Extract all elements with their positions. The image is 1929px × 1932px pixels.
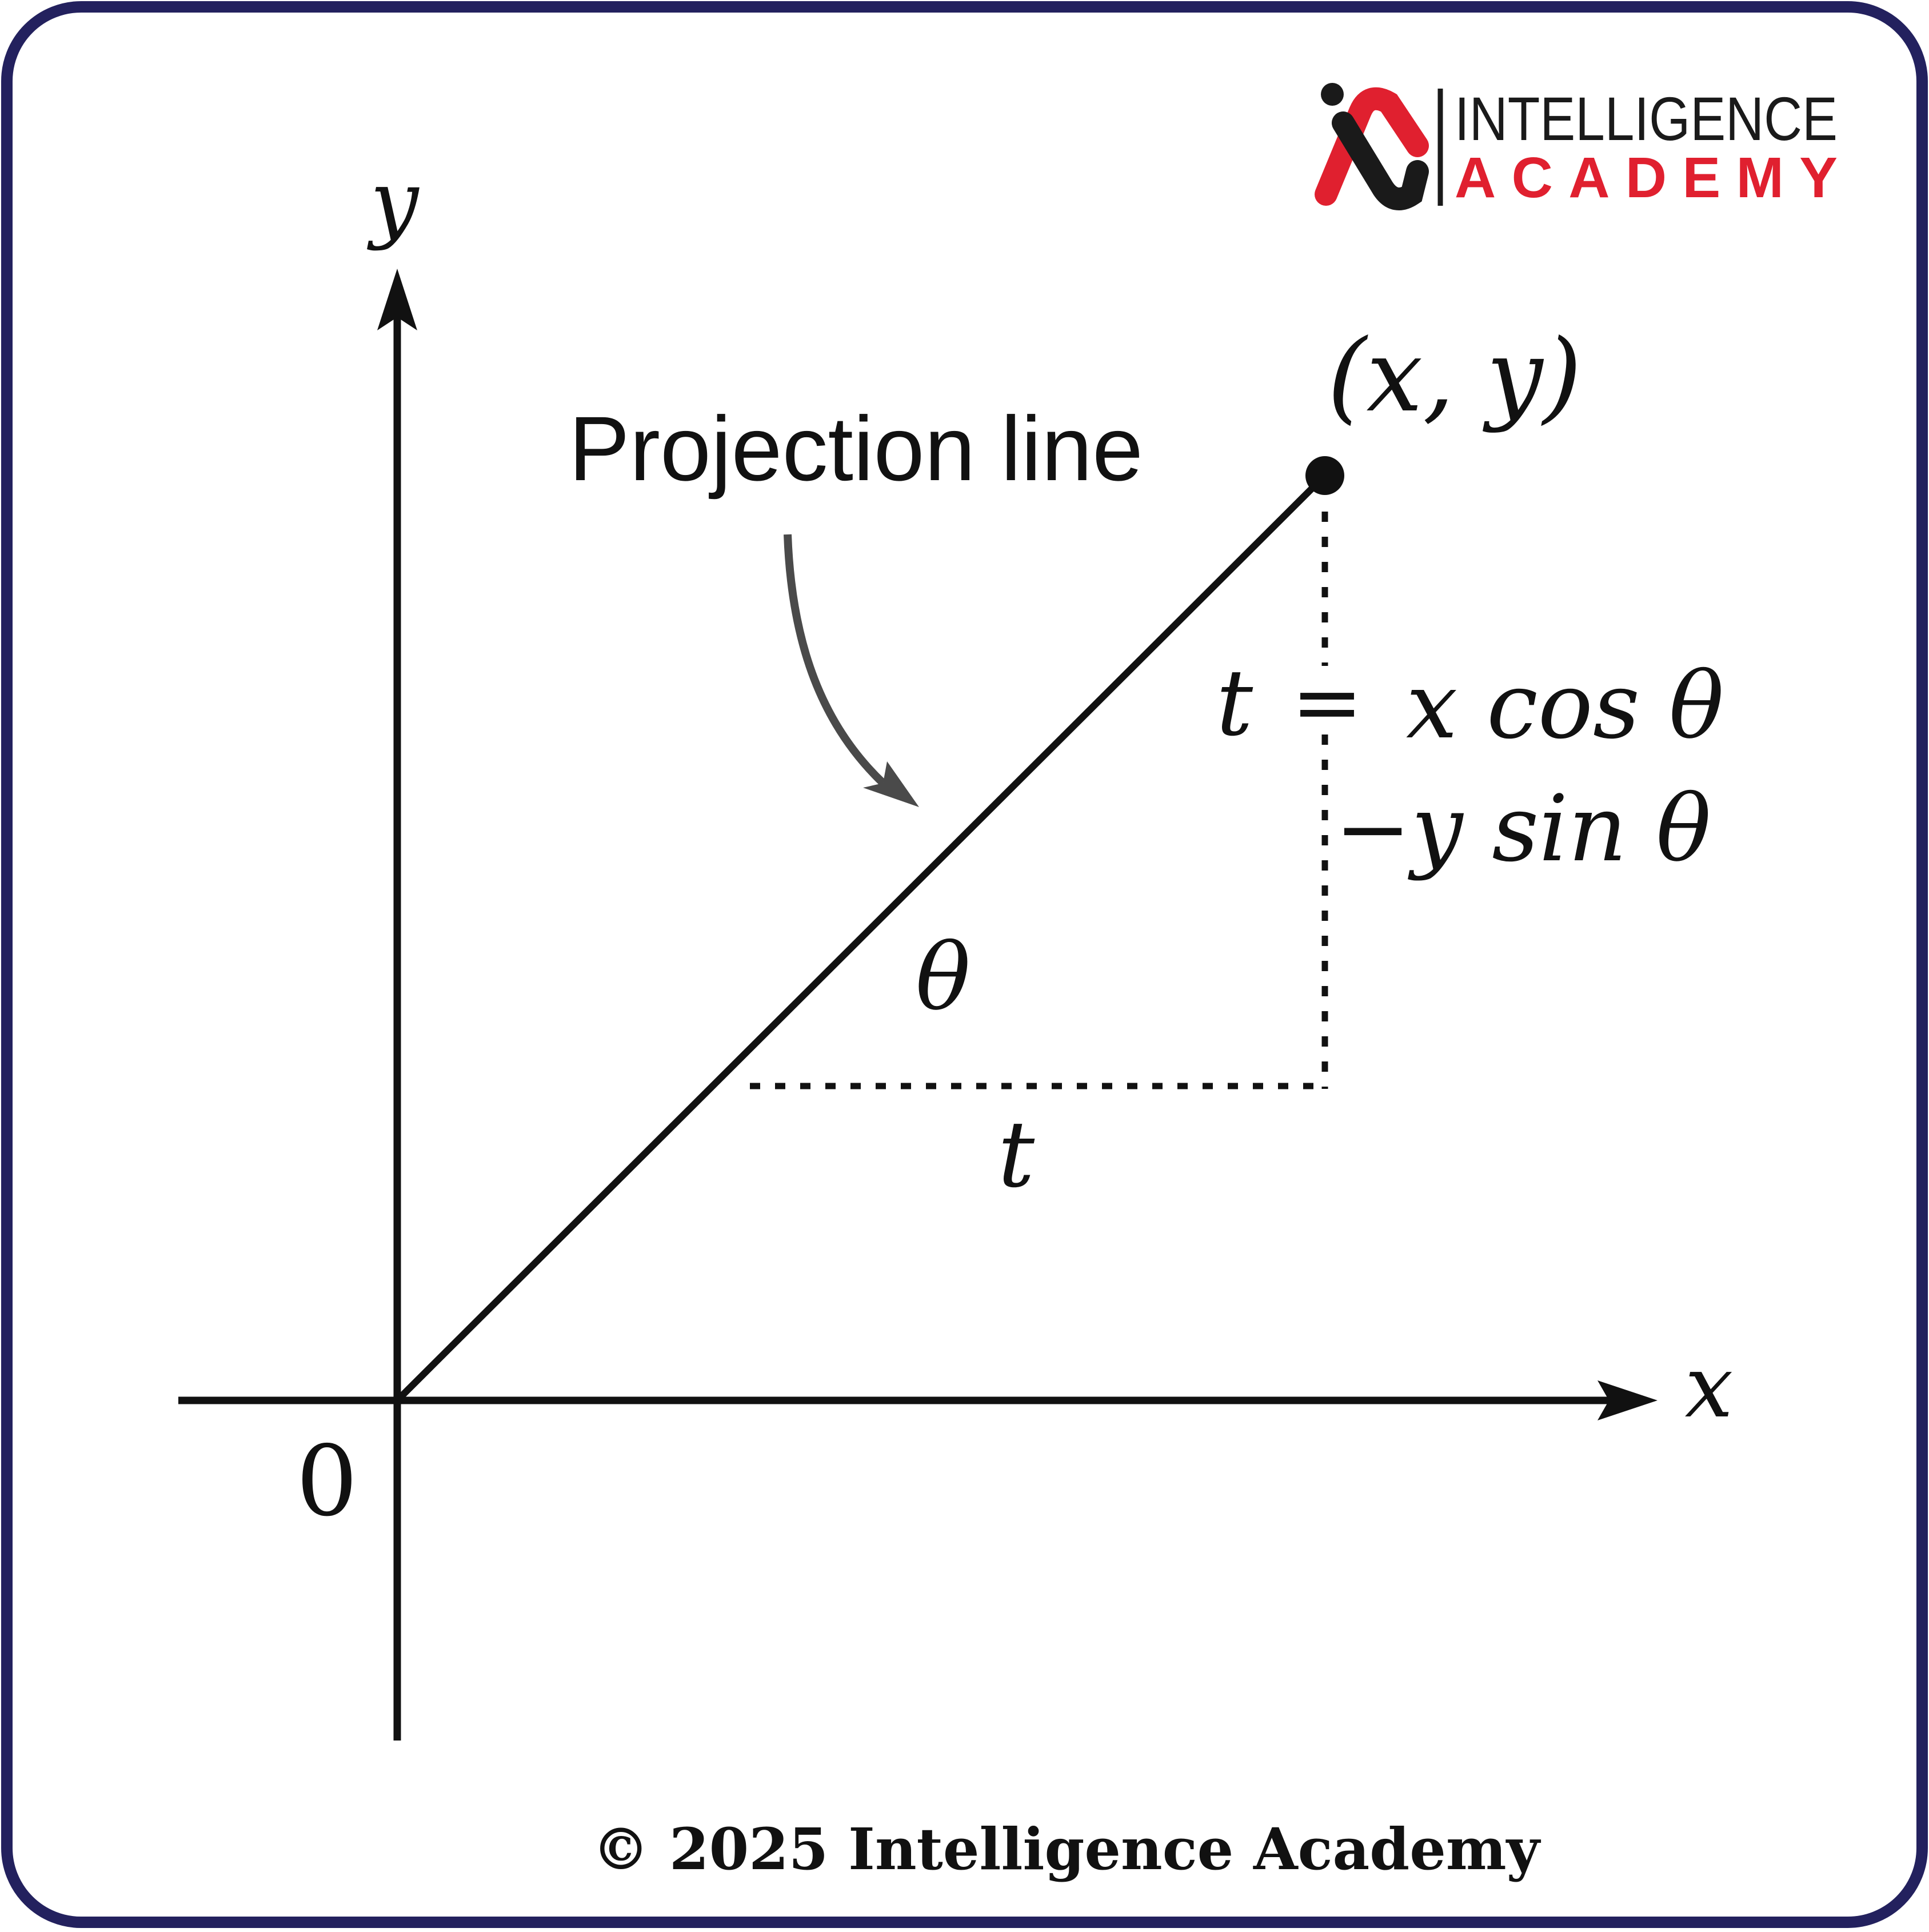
vertical-t-label: t [1216,649,1253,756]
formula-line-1: x cos θ [1406,652,1724,759]
curved-arrow-head [863,761,919,807]
origin-label: 0 [296,1425,358,1538]
y-axis-label: y [367,153,420,252]
x-axis-arrowhead [1597,1380,1658,1420]
footer-copyright: © 2025 Intelligence Academy [592,1815,1541,1883]
x-axis-label: x [1685,1338,1734,1437]
curved-arrow [784,534,886,787]
logo-line-2: ACADEMY [1455,146,1838,210]
brand-logo: INTELLIGENCE ACADEMY [1315,83,1838,210]
logo-dark-stroke-icon [1332,111,1429,210]
angle-label: θ [916,924,971,1031]
projection-line-label: Projection line [569,397,1143,500]
point-marker [1305,456,1344,495]
projection-line [394,473,1328,1403]
y-axis-arrowhead [377,269,417,330]
logo-red-stroke-icon [1315,87,1429,206]
equals-sign: = [1291,653,1363,752]
formula-line-2: −y sin θ [1335,775,1711,882]
logo-dot-icon [1321,83,1344,106]
point-label: (x, y) [1327,318,1581,434]
logo-line-1: INTELLIGENCE [1455,84,1838,153]
horizontal-t-label: t [998,1101,1035,1208]
